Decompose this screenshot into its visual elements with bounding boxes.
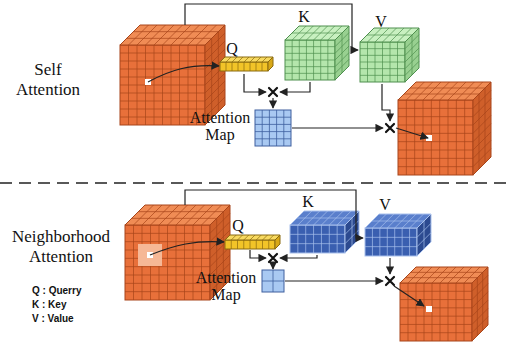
legend-note: Q : Querry: [32, 285, 122, 297]
key-tensor: [285, 26, 349, 80]
output-feature-cube: [398, 82, 491, 175]
output-pixel: [426, 306, 432, 312]
value-label: V: [370, 13, 392, 30]
node-text: K: [292, 8, 316, 25]
value-tensor: [360, 28, 419, 82]
attention-map-label: Attention Map: [188, 109, 252, 143]
output-feature-cube: [400, 267, 488, 341]
key-tensor: [290, 211, 359, 253]
attention-map-grid: [262, 270, 284, 292]
node-text: Attention Map: [188, 109, 252, 143]
attention-map-label: Attention Map: [193, 269, 259, 303]
legend-note: V : Value: [32, 313, 122, 325]
node-text: V: [370, 13, 392, 30]
node-text: Q: [228, 217, 248, 234]
query-label: Q: [228, 217, 248, 234]
node-text: Attention Map: [193, 269, 259, 303]
section-title: Neighborhood Attention: [2, 227, 120, 267]
node-text: V: [374, 196, 396, 213]
node-text: K: [296, 193, 320, 210]
query-label: Q: [222, 40, 242, 57]
query-vector: [220, 57, 273, 71]
query-vector: [225, 235, 280, 249]
value-label: V: [374, 196, 396, 213]
section-title: Self Attention: [2, 60, 94, 100]
value-tensor: [365, 214, 431, 256]
key-label: K: [292, 8, 316, 25]
attention-map-grid: [255, 110, 291, 146]
legend-note: K : Key: [32, 299, 122, 311]
node-text: Q: [222, 40, 242, 57]
key-label: K: [296, 193, 320, 210]
